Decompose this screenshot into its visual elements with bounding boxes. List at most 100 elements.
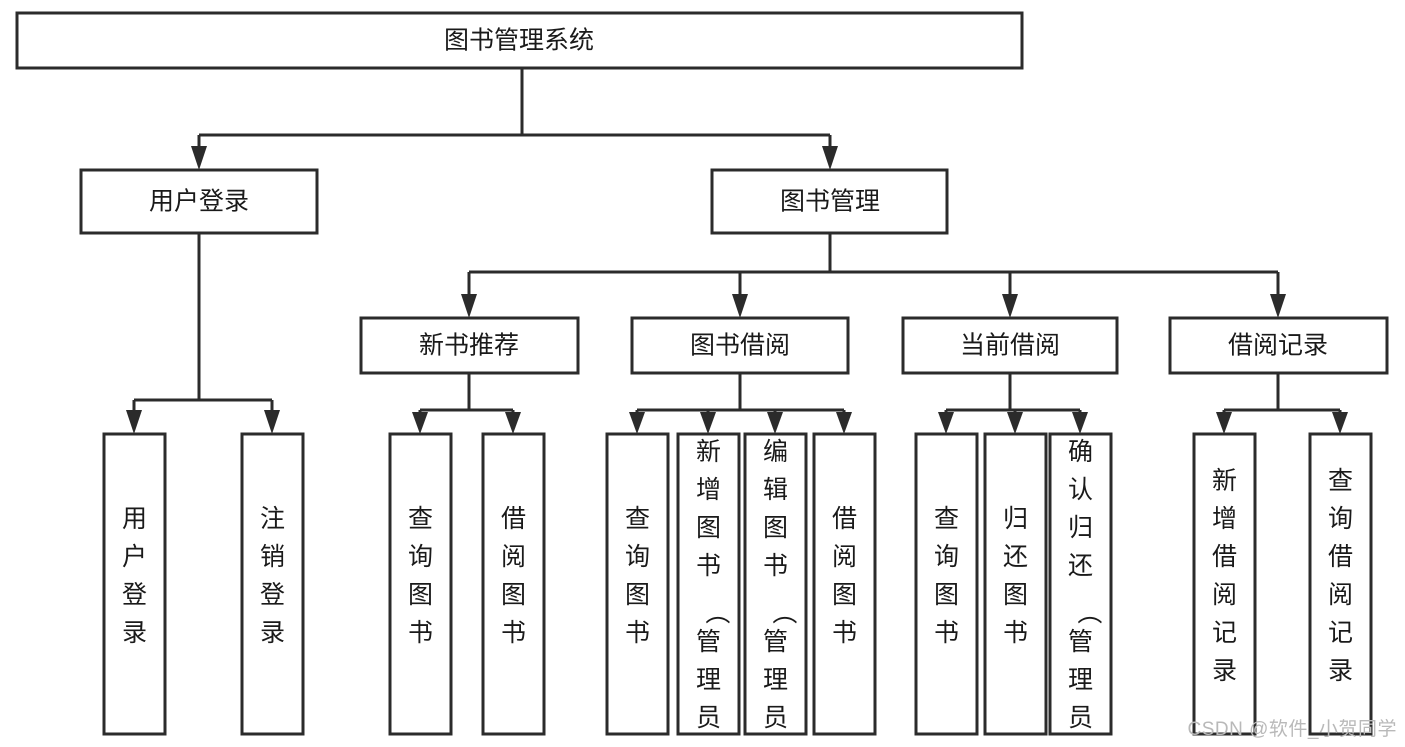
- glyph: 员: [1068, 704, 1093, 732]
- vertical-label-layer: 用户登录注销登录查询图书借阅图书查询图书新增图书（管理员）编辑图书（管理员）借阅…: [122, 438, 1353, 732]
- node-current-borrow-box[interactable]: [901, 316, 1119, 375]
- node-root-box[interactable]: [15, 11, 1024, 70]
- node-leaf-add-record[interactable]: [1192, 432, 1257, 736]
- node-current-borrow[interactable]: 当前借阅: [901, 316, 1119, 375]
- node-root[interactable]: 图书管理系统: [15, 11, 1024, 70]
- arrow-head-leaf-user-login: [126, 410, 142, 434]
- glyph: 管: [696, 628, 721, 656]
- glyph: 阅: [1328, 581, 1353, 609]
- node-book-borrow[interactable]: 图书借阅: [630, 316, 850, 375]
- node-leaf-borrow-book-1[interactable]: [481, 432, 546, 736]
- glyph: 图: [501, 581, 526, 609]
- glyph: 录: [1212, 657, 1237, 685]
- glyph: 登: [260, 581, 285, 609]
- glyph: 用: [122, 505, 147, 533]
- node-book-borrow-box[interactable]: [630, 316, 850, 375]
- glyph: 查: [625, 505, 650, 533]
- node-borrow-record-box[interactable]: [1168, 316, 1389, 375]
- node-leaf-logout[interactable]: [240, 432, 305, 736]
- glyph: 录: [122, 619, 147, 647]
- node-book-manage-box[interactable]: [710, 168, 949, 235]
- glyph: 理: [1068, 666, 1093, 694]
- arrow-head-leaf-borrow-book-1: [505, 412, 521, 434]
- glyph: 书: [763, 552, 788, 580]
- glyph: 图: [763, 514, 788, 542]
- node-leaf-query-book-3[interactable]: [914, 432, 979, 736]
- node-leaf-user-login-box[interactable]: [102, 432, 167, 736]
- node-leaf-borrow-book-2[interactable]: [812, 432, 877, 736]
- glyph: 记: [1328, 619, 1353, 647]
- arrow-head-leaf-edit-book: [767, 412, 783, 434]
- glyph: 新: [696, 438, 721, 466]
- node-leaf-edit-book-box[interactable]: [743, 432, 808, 736]
- node-new-book-rec-label: 新书推荐: [419, 332, 519, 360]
- node-leaf-borrow-book-1-box[interactable]: [481, 432, 546, 736]
- glyph: 新: [1212, 467, 1237, 495]
- node-leaf-return-book-box[interactable]: [983, 432, 1048, 736]
- glyph: 询: [408, 543, 433, 571]
- node-leaf-query-book-2[interactable]: [605, 432, 670, 736]
- node-leaf-query-book-1-box[interactable]: [388, 432, 453, 736]
- node-leaf-borrow-book-2-box[interactable]: [812, 432, 877, 736]
- connector-group-book-manage: [461, 233, 1286, 318]
- glyph: （: [703, 599, 731, 624]
- glyph: 注: [260, 505, 285, 533]
- glyph: 登: [122, 581, 147, 609]
- connector-group-book-borrow: [629, 373, 852, 434]
- node-borrow-record-label: 借阅记录: [1228, 332, 1328, 360]
- arrow-head-leaf-query-book-3: [938, 412, 954, 434]
- node-borrow-record[interactable]: 借阅记录: [1168, 316, 1389, 375]
- glyph: 图: [408, 581, 433, 609]
- arrow-head-leaf-logout: [264, 410, 280, 434]
- glyph: （: [770, 599, 798, 624]
- glyph: 理: [696, 666, 721, 694]
- node-leaf-logout-box[interactable]: [240, 432, 305, 736]
- glyph: 还: [1003, 543, 1028, 571]
- node-leaf-add-book-box[interactable]: [676, 432, 741, 736]
- node-leaf-confirm-return-box[interactable]: [1048, 432, 1113, 736]
- node-leaf-confirm-return[interactable]: [1048, 432, 1113, 736]
- node-leaf-query-book-1[interactable]: [388, 432, 453, 736]
- glyph: 书: [696, 552, 721, 580]
- glyph: 理: [763, 666, 788, 694]
- node-new-book-rec-box[interactable]: [359, 316, 580, 375]
- arrow-head-current-borrow: [1002, 294, 1018, 318]
- node-leaf-return-book[interactable]: [983, 432, 1048, 736]
- node-leaf-add-record-box[interactable]: [1192, 432, 1257, 736]
- glyph: 借: [832, 505, 857, 533]
- node-current-borrow-label: 当前借阅: [960, 332, 1060, 360]
- node-leaf-query-record-box[interactable]: [1308, 432, 1373, 736]
- node-leaf-query-record[interactable]: [1308, 432, 1373, 736]
- glyph: 书: [832, 619, 857, 647]
- arrow-head-leaf-query-book-2: [629, 412, 645, 434]
- glyph: 管: [763, 628, 788, 656]
- node-root-label: 图书管理系统: [444, 27, 594, 55]
- glyph: 确: [1068, 438, 1093, 466]
- node-new-book-rec[interactable]: 新书推荐: [359, 316, 580, 375]
- glyph: 归: [1068, 514, 1093, 542]
- node-user-login-label: 用户登录: [149, 188, 249, 216]
- node-leaf-user-login[interactable]: [102, 432, 167, 736]
- glyph: 图: [625, 581, 650, 609]
- connector-group-borrow-record: [1216, 373, 1348, 434]
- node-book-manage[interactable]: 图书管理: [710, 168, 949, 235]
- node-user-login-box[interactable]: [79, 168, 319, 235]
- node-leaf-edit-book[interactable]: [743, 432, 808, 736]
- glyph: 查: [934, 505, 959, 533]
- node-user-login[interactable]: 用户登录: [79, 168, 319, 235]
- node-leaf-query-book-3-box[interactable]: [914, 432, 979, 736]
- node-leaf-add-book[interactable]: [676, 432, 741, 736]
- glyph: 图: [696, 514, 721, 542]
- node-leaf-query-book-2-box[interactable]: [605, 432, 670, 736]
- glyph: 认: [1068, 476, 1093, 504]
- glyph: 图: [1003, 581, 1028, 609]
- glyph: 阅: [501, 543, 526, 571]
- glyph: 查: [1328, 467, 1353, 495]
- node-book-manage-label: 图书管理: [780, 188, 880, 216]
